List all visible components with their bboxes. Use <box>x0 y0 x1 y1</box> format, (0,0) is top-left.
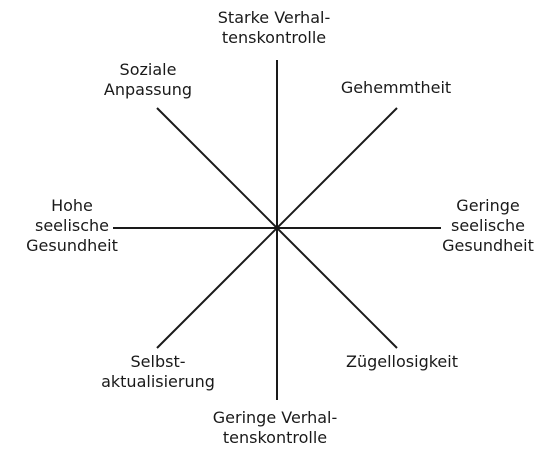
label-zuegellosigkeit: Zügellosigkeit <box>322 352 482 372</box>
label-line: seelische <box>34 216 110 235</box>
label-line: Starke Verhal- <box>217 8 331 27</box>
label-soziale-anpassung: Soziale Anpassung <box>82 60 214 100</box>
label-line: Geringe <box>456 196 520 215</box>
label-geringe-seelische-gesundheit: Geringe seelische Gesundheit <box>418 196 558 256</box>
label-geringe-verhaltenskontrolle: Geringe Verhal- tenskontrolle <box>186 408 364 448</box>
label-line: tenskontrolle <box>221 28 327 47</box>
label-line: tenskontrolle <box>222 428 328 447</box>
label-line: Zügellosigkeit <box>346 352 458 371</box>
label-line: Gehemmtheit <box>340 78 452 97</box>
label-line: aktualisierung <box>101 372 215 391</box>
label-selbstaktualisierung: Selbst- aktualisierung <box>88 352 228 392</box>
label-line: Gesundheit <box>442 236 534 255</box>
label-line: Anpassung <box>103 80 193 99</box>
label-line: seelische <box>450 216 526 235</box>
label-line: Gesundheit <box>26 236 118 255</box>
label-line: Selbst- <box>130 352 186 371</box>
label-gehemmtheit: Gehemmtheit <box>326 78 466 98</box>
label-line: Hohe <box>51 196 93 215</box>
label-line: Soziale <box>119 60 177 79</box>
label-line: Geringe Verhal- <box>212 408 338 427</box>
label-starke-verhaltenskontrolle: Starke Verhal- tenskontrolle <box>204 8 344 48</box>
axis-diagonal-anti <box>156 107 398 349</box>
label-hohe-seelische-gesundheit: Hohe seelische Gesundheit <box>6 196 138 256</box>
